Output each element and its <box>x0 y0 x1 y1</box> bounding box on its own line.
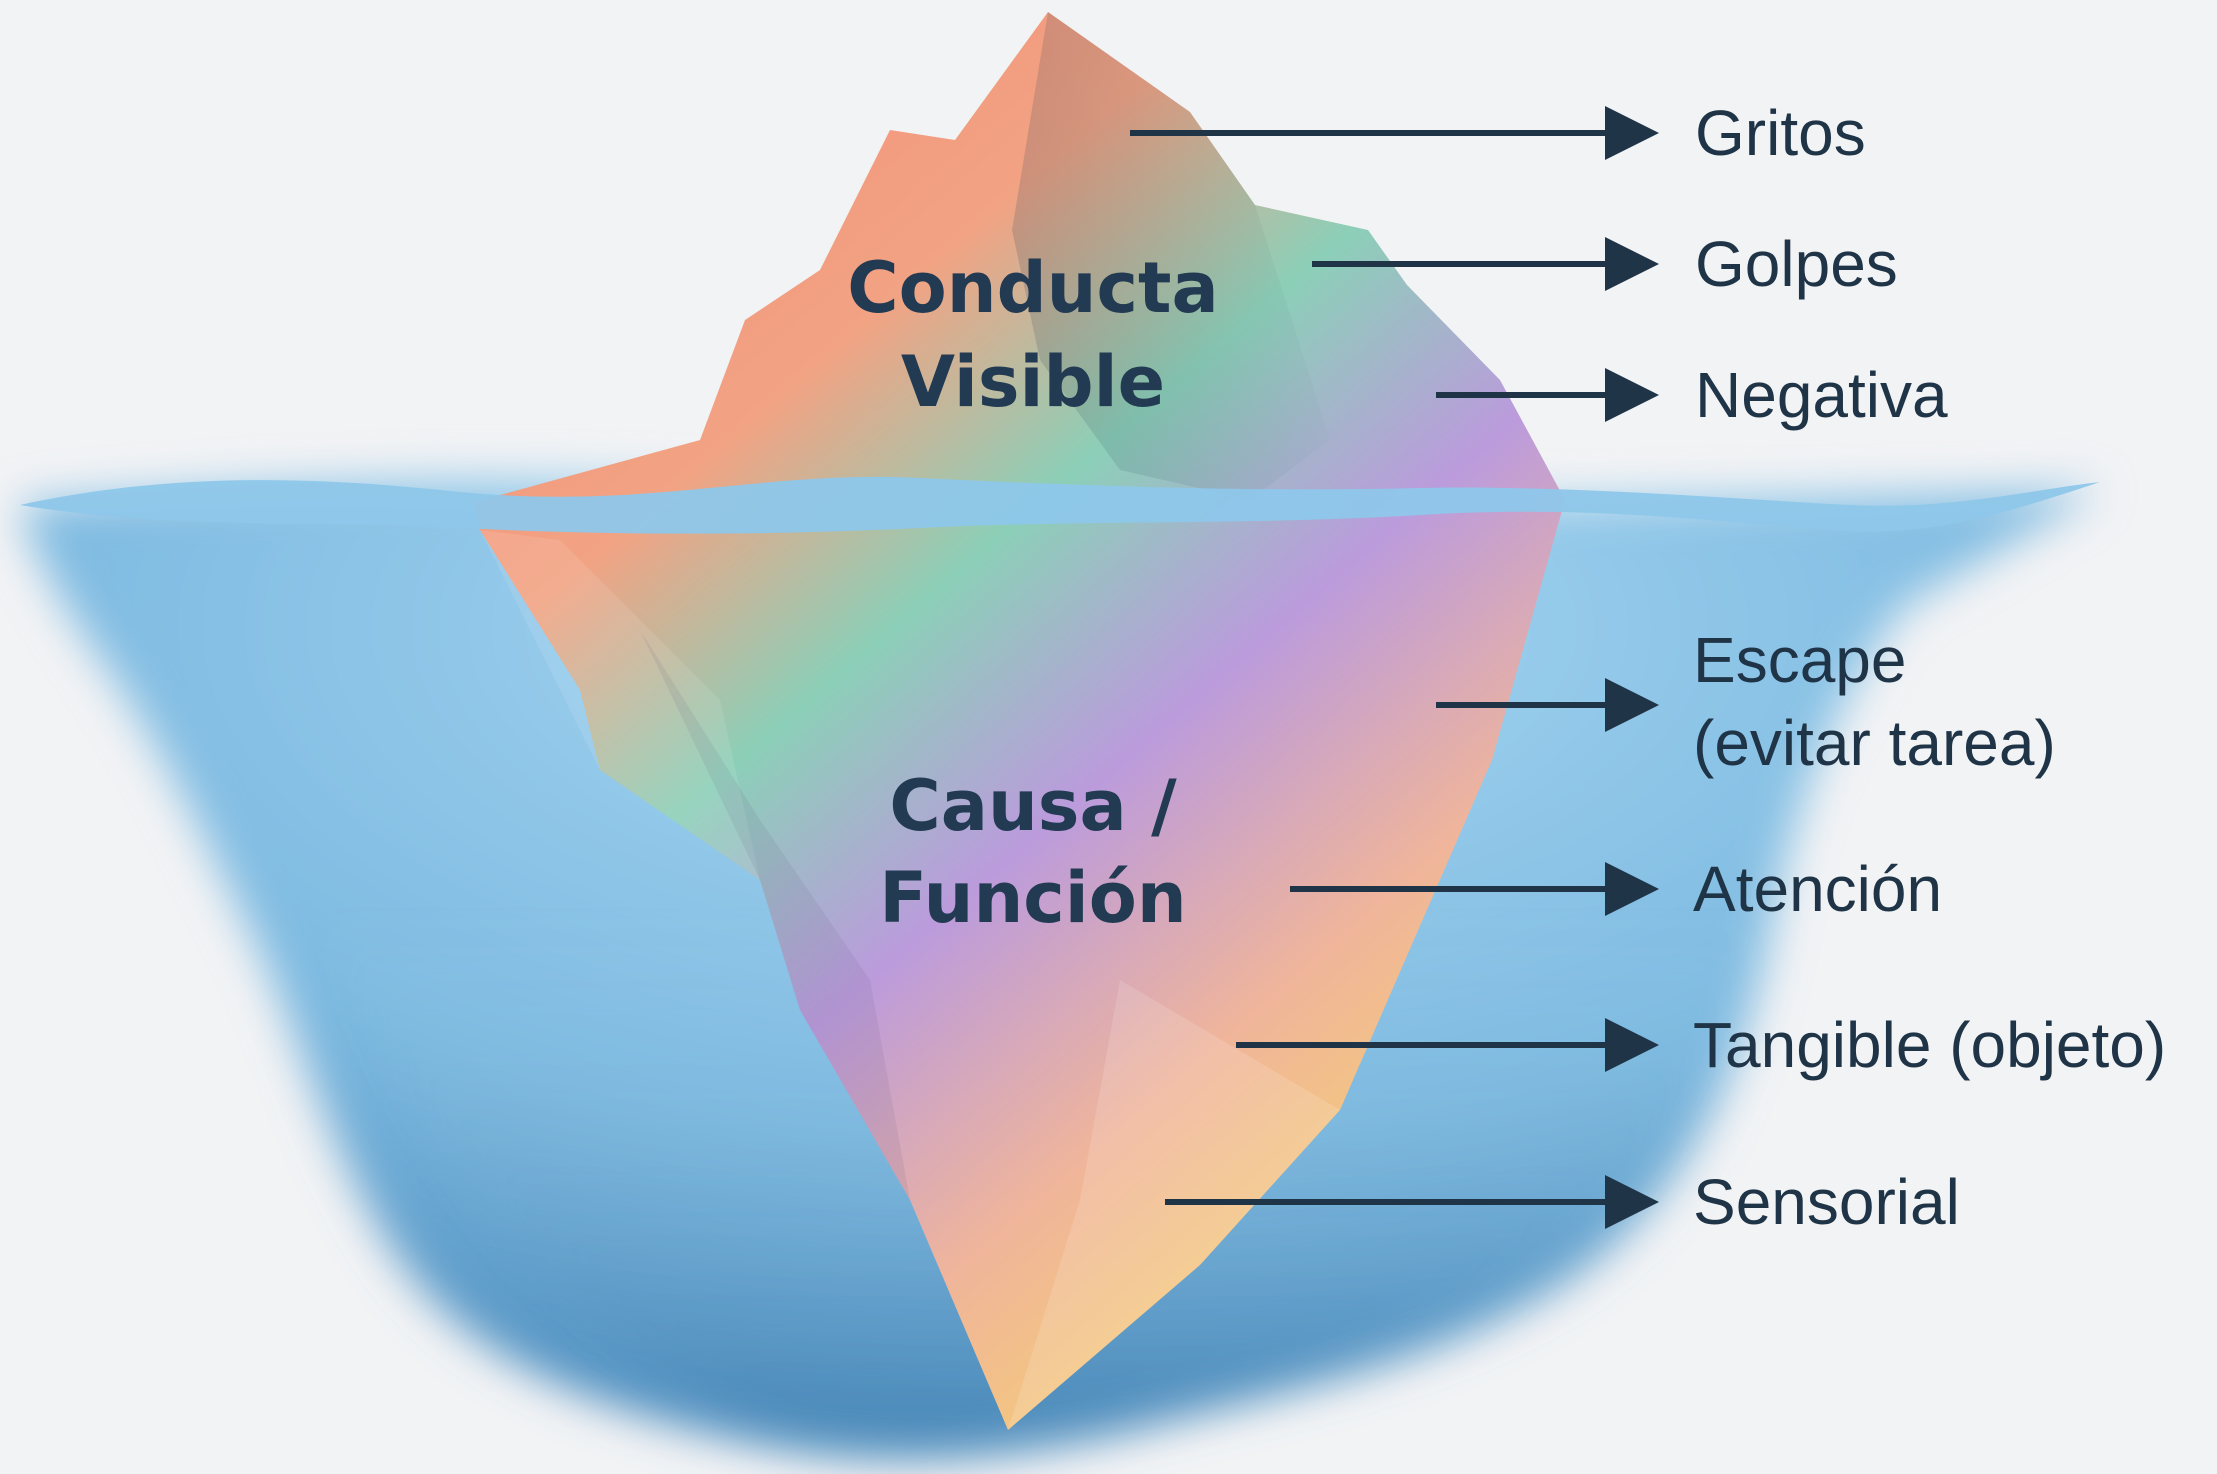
visible-item-label-3: Negativa <box>1695 359 1948 431</box>
callout-arrows <box>1130 106 1659 1229</box>
visible-item-label-2: Golpes <box>1695 228 1898 300</box>
visible-items: Gritos Golpes Negativa <box>1695 97 1948 431</box>
iceberg-facet-lower <box>640 630 910 1200</box>
water-surface-wave <box>20 476 2100 534</box>
zone-label-visible-line1: Conducta <box>847 247 1218 329</box>
iceberg-facet-shade <box>1012 12 1330 500</box>
hidden-item-label-1-line2: (evitar tarea) <box>1693 707 2056 779</box>
zone-label-hidden-line2: Función <box>879 857 1186 939</box>
hidden-items: Escape (evitar tarea) Atención Tangible … <box>1693 624 2166 1238</box>
hidden-item-label-4: Sensorial <box>1693 1166 1960 1238</box>
hidden-item-label-1-line1: Escape <box>1693 624 1906 696</box>
zone-label-visible-line2: Visible <box>901 341 1165 423</box>
hidden-item-label-3: Tangible (objeto) <box>1693 1009 2166 1081</box>
zone-label-hidden-line1: Causa / <box>889 765 1177 847</box>
iceberg-facet-left <box>480 530 760 880</box>
iceberg <box>475 12 1565 1430</box>
visible-item-label-1: Gritos <box>1695 97 1866 169</box>
hidden-item-label-2: Atención <box>1693 853 1942 925</box>
